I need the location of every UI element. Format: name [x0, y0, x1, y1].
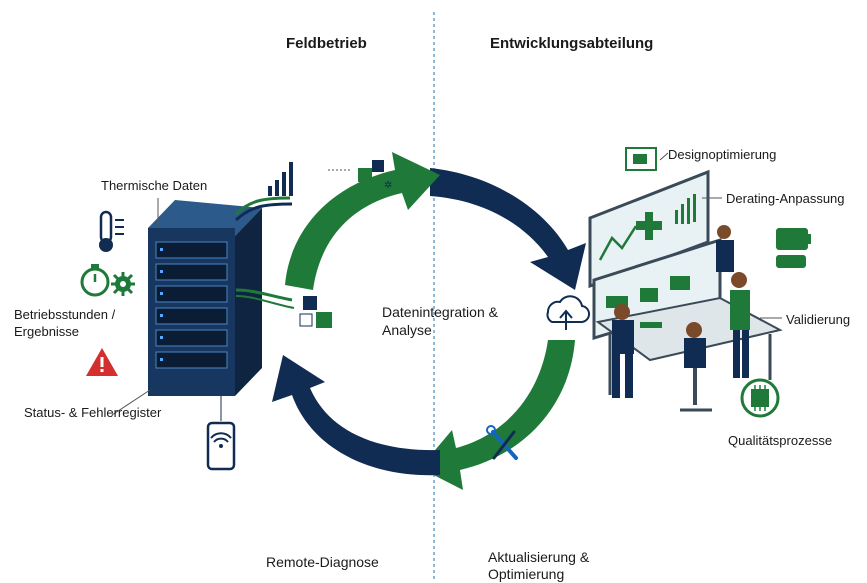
label-update-line2: Optimierung — [488, 566, 565, 582]
arrow-top-right — [430, 168, 586, 290]
battery-icon — [776, 228, 811, 268]
label-quality-processes: Qualitätsprozesse — [728, 433, 833, 448]
smartphone-wifi-icon — [206, 396, 236, 471]
field-operation-header: Feldbetrieb — [286, 35, 367, 52]
arrow-bottom-right — [420, 340, 575, 490]
warning-icon — [86, 348, 118, 376]
chip-icon — [740, 378, 780, 418]
stopwatch-icon — [80, 264, 110, 297]
center-label-line1: Datenintegration & — [382, 304, 498, 320]
thermometer-icon — [99, 210, 124, 252]
center-label-line2: Analyse — [382, 322, 432, 338]
label-design-optimization: Designoptimierung — [668, 147, 777, 162]
label-update-line1: Aktualisierung & — [488, 549, 590, 565]
label-derating-adjustment: Derating-Anpassung — [726, 191, 845, 206]
bar-chart-icon — [268, 162, 293, 196]
label-validation: Validierung — [786, 312, 851, 327]
wrench-screwdriver-icon — [486, 425, 518, 460]
arrow-bottom-left — [272, 355, 440, 476]
arrow-top-left — [285, 152, 440, 290]
data-cubes-left — [299, 296, 332, 328]
leader-lines — [111, 152, 782, 416]
svg-text:✲: ✲ — [384, 180, 392, 191]
team-workstation — [595, 225, 783, 412]
label-operating-hours-line1: Betriebsstunden / — [14, 307, 116, 322]
development-department-header: Entwicklungsabteilung — [490, 35, 654, 52]
cycle-arrows — [272, 152, 586, 490]
gear-icon — [111, 272, 135, 296]
label-operating-hours-line2: Ergebnisse — [14, 324, 80, 339]
server-rack-icon — [148, 162, 295, 396]
label-remote-diagnosis: Remote-Diagnose — [266, 554, 379, 570]
label-thermal-data: Thermische Daten — [101, 178, 208, 193]
cloud-upload-icon — [546, 295, 591, 330]
label-status-error-register: Status- & Fehlerregister — [24, 405, 162, 420]
data-cubes-top: ✲ — [328, 160, 392, 191]
